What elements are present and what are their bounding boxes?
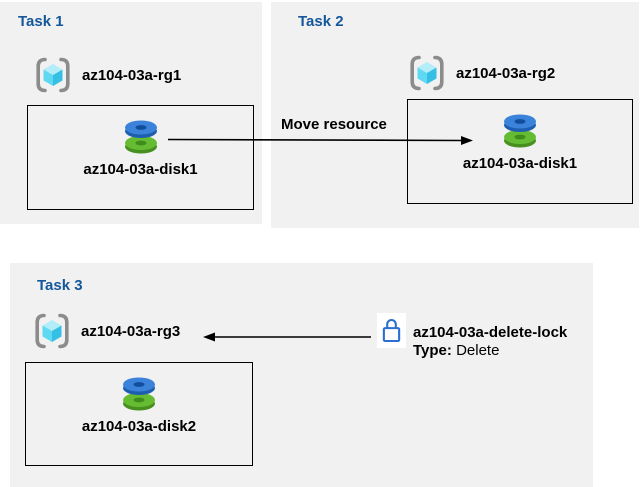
task3-resource-group: az104-03a-rg3 (32, 312, 180, 350)
task2-resource-group-label: az104-03a-rg2 (456, 64, 556, 82)
task3-resource-group-label: az104-03a-rg3 (81, 322, 181, 340)
move-resource-label: Move resource (281, 116, 387, 133)
lock-type-key: Type: (413, 342, 452, 359)
managed-disk-icon (124, 120, 157, 154)
lock-chip (377, 313, 406, 348)
task2-panel: Task 2 az104-03a-rg2 az104-03a-disk1 (271, 2, 639, 228)
task2-resource-label: az104-03a-disk1 (462, 155, 578, 172)
task2-title: Task 2 (298, 13, 344, 30)
lock-type-label: Type: Delete (413, 342, 499, 359)
task1-resource-label: az104-03a-disk1 (83, 161, 198, 178)
task3-resource-box: az104-03a-disk2 (25, 362, 253, 466)
resource-group-icon (36, 57, 70, 93)
task3-title: Task 3 (37, 277, 83, 294)
task1-panel: Task 1 az104-03a-rg1 az104-03a-disk1 (0, 2, 262, 224)
lock-name-label: az104-03a-delete-lock (413, 324, 568, 341)
lock-type-value: Delete (456, 342, 500, 359)
resource-group-icon (35, 313, 69, 349)
resource-group-icon (410, 55, 444, 91)
task1-resource-group-label: az104-03a-rg1 (82, 66, 182, 84)
task3-panel: Task 3 az104-03a-rg3 az104-03a-disk2 (10, 263, 593, 487)
managed-disk-icon (504, 114, 536, 148)
managed-disk-icon (123, 377, 155, 411)
task2-resource-box: az104-03a-disk1 (407, 99, 633, 204)
task3-resource-label: az104-03a-disk2 (81, 418, 197, 435)
task1-title: Task 1 (18, 13, 64, 30)
task1-resource-box: az104-03a-disk1 (27, 105, 254, 210)
lock-icon (382, 318, 401, 343)
task2-resource-group: az104-03a-rg2 (407, 54, 555, 92)
task1-resource-group: az104-03a-rg1 (33, 56, 181, 94)
